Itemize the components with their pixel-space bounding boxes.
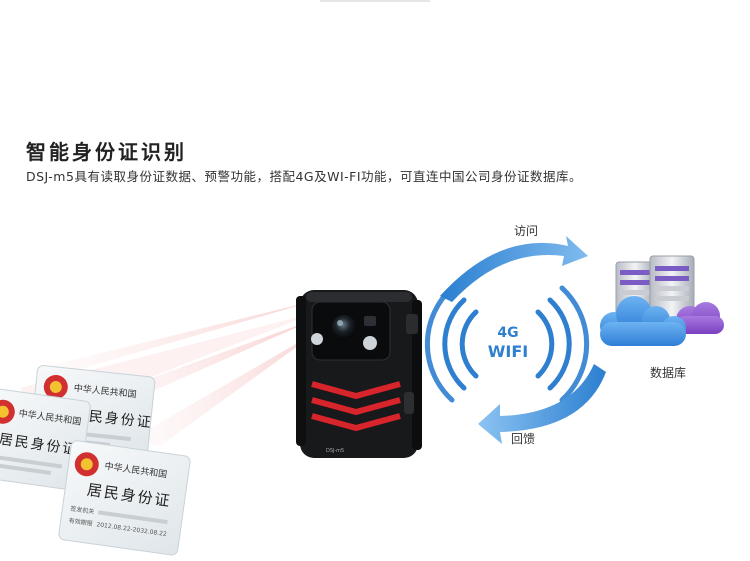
camera-lens-icon — [332, 315, 356, 339]
body-camera: DSJ-m5 — [296, 290, 422, 458]
page-description: DSJ-m5具有读取身份证数据、预警功能，搭配4G及WI-FI功能，可直连中国公… — [26, 169, 583, 184]
wireless-badge: 4G WIFI — [424, 285, 590, 403]
feedback-label: 回馈 — [511, 432, 536, 446]
card-issuer-label: 签发机关 — [70, 504, 95, 515]
id-card-front: 中华人民共和国 居民身份证 签发机关 有效期限 2012.08.22-2032.… — [58, 440, 191, 556]
database-label: 数据库 — [650, 366, 687, 380]
feedback-arrow-icon — [478, 364, 606, 444]
top-divider — [320, 0, 430, 2]
card-validity-label: 有效期限 — [68, 516, 93, 527]
badge-wifi: WIFI — [488, 342, 528, 361]
badge-4g: 4G — [497, 325, 518, 341]
visit-arrow-icon — [440, 236, 588, 302]
red-chevron-stripes — [311, 381, 401, 431]
page-title: 智能身份证识别 — [26, 140, 187, 164]
camera-model-mark: DSJ-m5 — [326, 448, 344, 454]
cloud-icon — [600, 296, 724, 346]
id-card-left: 中华人民共和国 居民身份证 — [0, 388, 91, 491]
visit-label: 访问 — [514, 224, 539, 238]
